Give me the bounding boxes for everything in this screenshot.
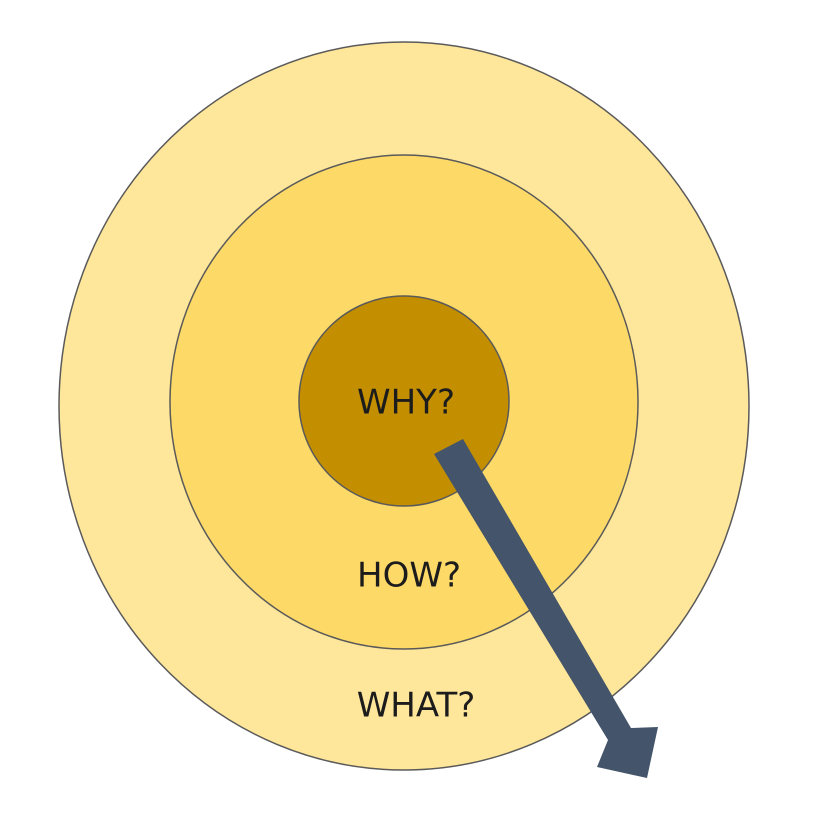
what-label: WHAT? bbox=[357, 686, 476, 726]
how-label: HOW? bbox=[357, 556, 461, 596]
outward-arrow bbox=[434, 439, 658, 778]
why-label: WHY? bbox=[357, 383, 455, 423]
